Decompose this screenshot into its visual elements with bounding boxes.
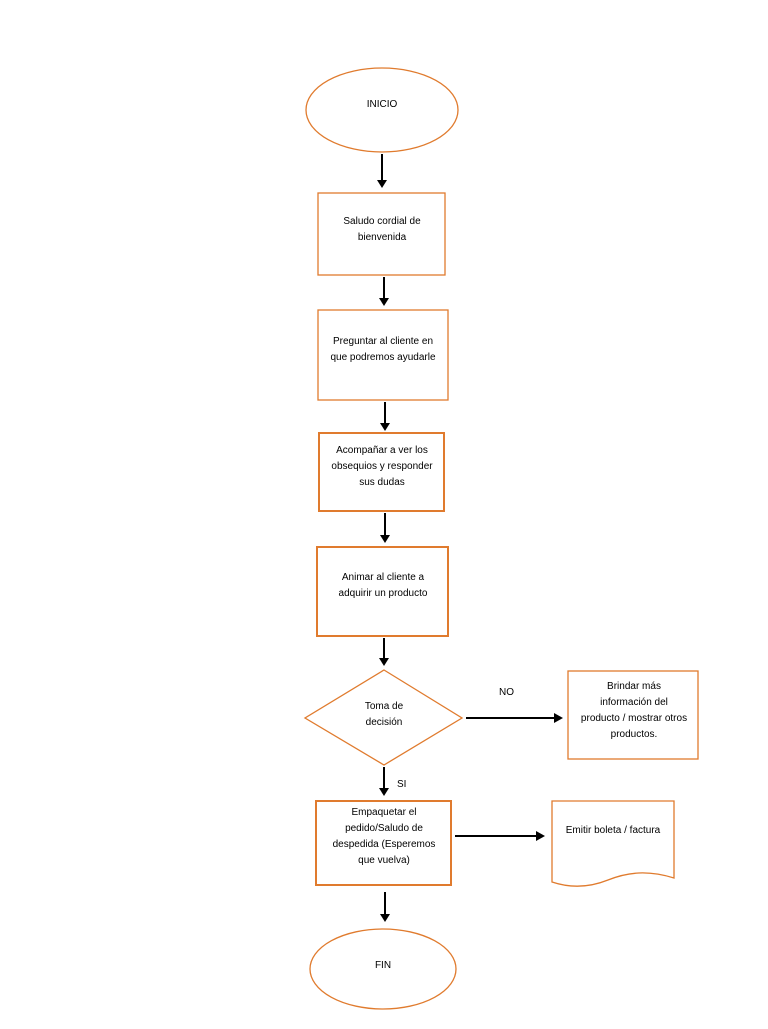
end-label: FIN (374, 960, 392, 971)
connector-accompany-encourage (380, 513, 390, 543)
pack-label: Empaquetar el pedido/Saludo de despedida… (332, 807, 436, 866)
invoice-label: Emitir boleta / factura (565, 825, 661, 836)
connector-greeting-ask (379, 277, 389, 306)
encourage-label: Animar al cliente a adquirir un producto (338, 572, 428, 599)
start-label: INICIO (366, 99, 398, 110)
connector-decision-pack (379, 767, 389, 796)
greeting-label: Saludo cordial de bienvenida (343, 216, 421, 243)
end-terminal (309, 928, 457, 1010)
connector-pack-end (380, 892, 390, 922)
connector-pack-invoice (455, 831, 545, 841)
accompany-box (318, 432, 445, 512)
more-info-box (567, 670, 699, 760)
more-info-label: Brindar más información del producto / m… (580, 681, 688, 740)
pack-box (315, 800, 452, 886)
connector-ask-accompany (380, 402, 390, 431)
edge-label-no: NO (499, 687, 514, 698)
greeting-box (317, 192, 446, 276)
connector-decision-more-info (466, 713, 563, 723)
connector-start-greeting (377, 154, 387, 188)
ask-box (317, 309, 449, 401)
edge-label-yes: SI (397, 779, 407, 790)
start-terminal (305, 67, 459, 153)
decision-diamond (303, 669, 464, 766)
connector-encourage-decision (379, 638, 389, 666)
accompany-label: Acompañar a ver los obsequios y responde… (331, 445, 433, 488)
encourage-box (316, 546, 449, 637)
invoice-document (551, 800, 675, 887)
ask-label: Preguntar al cliente en que podremos ayu… (330, 336, 436, 363)
decision-label: Toma de decisión (364, 701, 404, 728)
